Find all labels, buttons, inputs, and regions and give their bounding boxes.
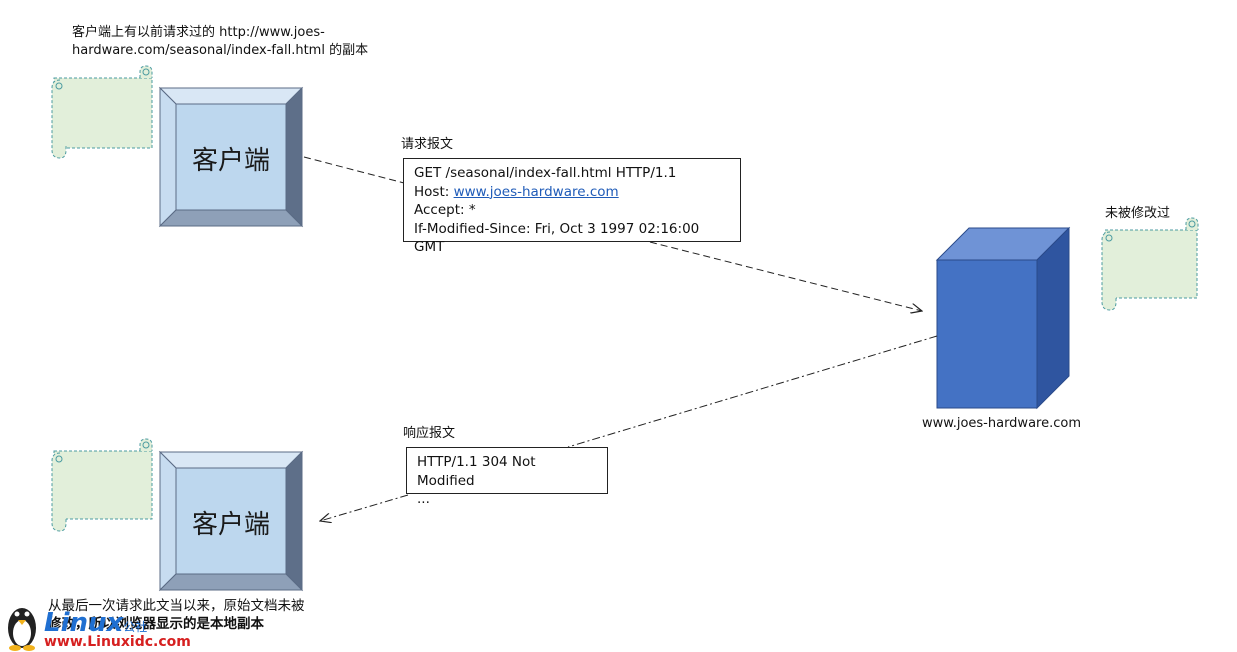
server-label: www.joes-hardware.com — [922, 416, 1081, 431]
response-connector — [567, 335, 938, 448]
watermark-brand-text: Linux — [44, 608, 124, 638]
request-connector — [303, 156, 405, 184]
status-line: HTTP/1.1 304 Not Modified — [417, 454, 536, 489]
client-label-bottom: 客户端 — [191, 510, 270, 540]
response-message-title: 响应报文 — [403, 426, 456, 441]
local-copy-caption: 从最后一次请求此文当以来，原始文档未被 修改，所以浏览器显示的是本地副本 — [48, 597, 305, 633]
document-scroll-icon-bottom — [51, 438, 153, 532]
accept-header: Accept: * — [414, 202, 476, 218]
client-label-top: 客户端 — [191, 146, 270, 176]
document-scroll-icon — [51, 65, 153, 159]
response-arrow — [320, 494, 409, 521]
host-header-label: Host: — [414, 183, 454, 200]
client-cache-caption-line2: hardware.com/seasonal/index-fall.html 的副… — [72, 43, 369, 58]
server-document-scroll-icon — [1101, 217, 1199, 311]
request-message-box: GET /seasonal/index-fall.html HTTP/1.1 H… — [403, 158, 741, 255]
host-link[interactable]: www.joes-hardware.com — [453, 183, 619, 200]
response-message-box: HTTP/1.1 304 Not Modified ... — [406, 447, 608, 507]
server-cube — [935, 226, 1071, 410]
request-line: GET /seasonal/index-fall.html HTTP/1.1 — [414, 165, 677, 181]
request-arrow — [649, 241, 922, 311]
local-copy-caption-line2: 修改，所以浏览器显示的是本地副本 — [48, 616, 264, 632]
local-copy-caption-line1: 从最后一次请求此文当以来，原始文档未被 — [48, 598, 305, 614]
host-header: Host: www.joes-hardware.com — [414, 183, 730, 202]
watermark-url: www.Linuxidc.com — [44, 634, 191, 650]
response-ellipsis: ... — [417, 491, 430, 507]
server-document-caption: 未被修改过 — [1105, 206, 1171, 221]
if-modified-since-header: If-Modified-Since: Fri, Oct 3 1997 02:16… — [414, 220, 700, 256]
client-box-top — [158, 86, 304, 228]
request-message-title: 请求报文 — [401, 137, 454, 152]
penguin-logo-icon — [8, 608, 36, 651]
watermark-brand: Linux公社 — [44, 610, 147, 640]
client-box-bottom — [158, 450, 304, 592]
client-cache-caption-line1: 客户端上有以前请求过的 http://www.joes- — [72, 25, 325, 40]
client-cache-caption: 客户端上有以前请求过的 http://www.joes- hardware.co… — [72, 24, 368, 60]
watermark-brand-cn: 公社 — [123, 620, 148, 634]
